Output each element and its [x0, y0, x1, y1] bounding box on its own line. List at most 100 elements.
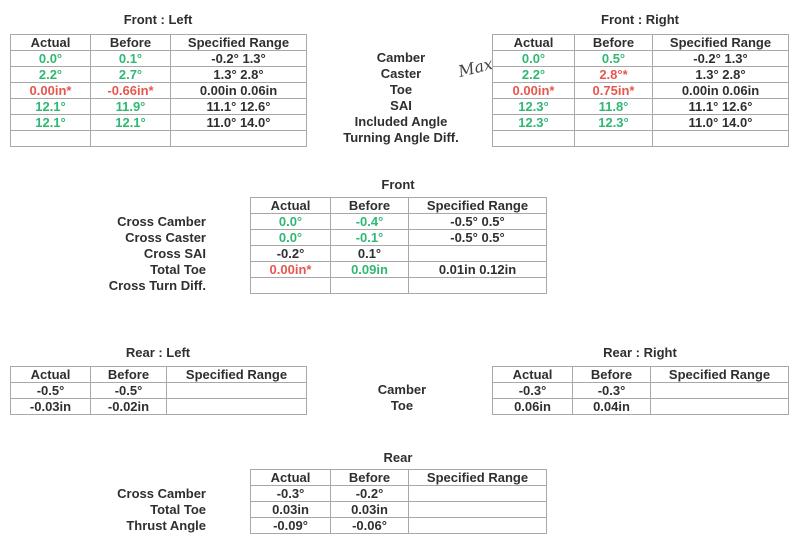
actual-cell: 12.1°	[10, 114, 91, 131]
before-cell: 0.03in	[330, 501, 409, 518]
measurement-label: Included Angle	[354, 114, 448, 129]
actual-cell: 0.00in*	[492, 82, 575, 99]
range-cell: -0.5° 0.5°	[408, 229, 547, 246]
before-cell: 2.8°*	[574, 66, 653, 83]
table-row: 12.1°12.1°11.0° 14.0°	[10, 114, 307, 131]
range-cell: 0.00in 0.06in	[170, 82, 307, 99]
range-cell: -0.2° 1.3°	[652, 50, 789, 67]
before-cell: -0.06°	[330, 517, 409, 534]
actual-cell: 0.0°	[250, 213, 331, 230]
table-row: -0.5°-0.5°	[10, 382, 307, 399]
before-cell	[574, 130, 653, 147]
before-cell: -0.1°	[330, 229, 409, 246]
actual-cell	[492, 130, 575, 147]
before-cell: 12.1°	[90, 114, 171, 131]
table-row: 12.1°11.9°11.1° 12.6°	[10, 98, 307, 115]
measurement-label: Cross Camber	[117, 486, 206, 501]
actual-cell: 0.0°	[492, 50, 575, 67]
actual-cell: 2.2°	[492, 66, 575, 83]
measurement-label: Total Toe	[150, 502, 206, 517]
column-header: Actual	[250, 197, 331, 214]
measurement-label: Camber	[377, 382, 427, 397]
actual-cell: 0.00in*	[10, 82, 91, 99]
before-cell: 11.9°	[90, 98, 171, 115]
column-header: Actual	[10, 366, 91, 383]
column-header: Before	[90, 366, 167, 383]
range-cell	[652, 130, 789, 147]
front-title: Front	[381, 177, 415, 192]
column-header: Before	[572, 366, 651, 383]
column-header: Specified Range	[170, 34, 307, 51]
before-cell: 0.04in	[572, 398, 651, 415]
column-header: Actual	[492, 366, 573, 383]
column-header: Actual	[492, 34, 575, 51]
column-header: Before	[574, 34, 653, 51]
measurement-label: Cross Camber	[117, 214, 206, 229]
column-header: Before	[330, 469, 409, 486]
actual-cell: 12.3°	[492, 114, 575, 131]
actual-cell: 0.0°	[10, 50, 91, 67]
range-cell	[408, 277, 547, 294]
measurement-label: Cross Caster	[125, 230, 206, 245]
measurement-label: Toe	[389, 82, 413, 97]
measurement-label: Thrust Angle	[126, 518, 206, 533]
range-cell	[408, 501, 547, 518]
front-left-title: Front : Left	[123, 12, 193, 27]
actual-cell: 0.06in	[492, 398, 573, 415]
before-cell: 0.1°	[90, 50, 171, 67]
before-cell: 0.75in*	[574, 82, 653, 99]
before-cell: -0.02in	[90, 398, 167, 415]
column-header: Specified Range	[408, 469, 547, 486]
measurement-label: Caster	[380, 66, 422, 81]
table-row: 0.0°0.5°-0.2° 1.3°	[492, 50, 789, 67]
column-header: Specified Range	[166, 366, 307, 383]
measurement-label: Cross SAI	[143, 246, 206, 261]
before-cell: 0.5°	[574, 50, 653, 67]
table-row: -0.2°0.1°	[250, 245, 547, 262]
range-cell: -0.2° 1.3°	[170, 50, 307, 67]
table-row	[10, 130, 307, 147]
before-cell: 2.7°	[90, 66, 171, 83]
before-cell: 11.8°	[574, 98, 653, 115]
column-header: Before	[330, 197, 409, 214]
range-cell: 0.01in 0.12in	[408, 261, 547, 278]
actual-cell: -0.09°	[250, 517, 331, 534]
table-row: 2.2°2.7°1.3° 2.8°	[10, 66, 307, 83]
actual-cell: 12.1°	[10, 98, 91, 115]
column-header: Specified Range	[652, 34, 789, 51]
table-row	[492, 130, 789, 147]
before-cell: -0.3°	[572, 382, 651, 399]
range-cell: 11.0° 14.0°	[652, 114, 789, 131]
before-cell: -0.4°	[330, 213, 409, 230]
table-row: 0.00in*-0.66in*0.00in 0.06in	[10, 82, 307, 99]
column-header: Actual	[10, 34, 91, 51]
measurement-label: Toe	[390, 398, 414, 413]
actual-cell: 0.03in	[250, 501, 331, 518]
measurement-label: Camber	[376, 50, 426, 65]
table-row: -0.09°-0.06°	[250, 517, 547, 534]
measurement-label: SAI	[390, 98, 412, 113]
front-right-title: Front : Right	[601, 12, 679, 27]
range-cell	[650, 382, 789, 399]
actual-cell: -0.03in	[10, 398, 91, 415]
table-row: -0.03in-0.02in	[10, 398, 307, 415]
column-header: Before	[90, 34, 171, 51]
range-cell	[166, 398, 307, 415]
measurement-label: Cross Turn Diff.	[108, 278, 206, 293]
before-cell	[90, 130, 171, 147]
